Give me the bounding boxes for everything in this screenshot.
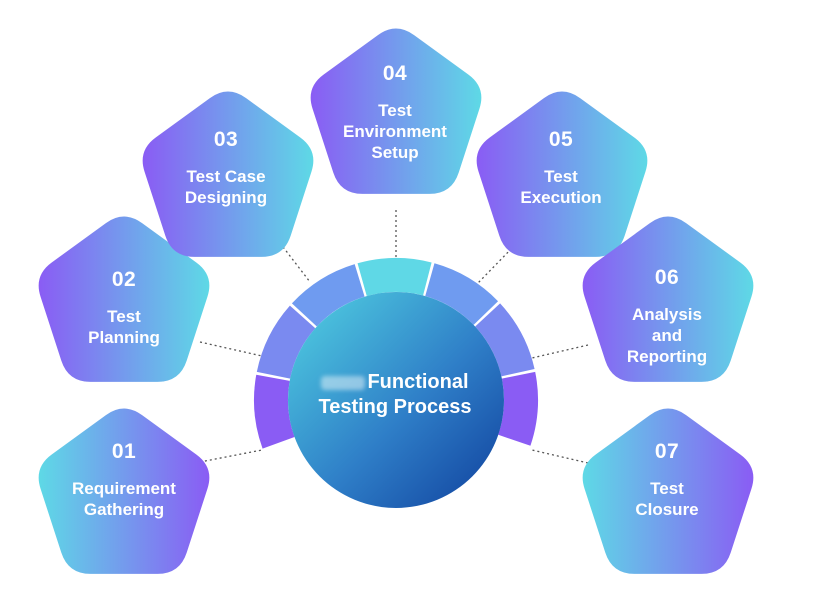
step-06-text: Analysis and Reporting	[626, 305, 708, 366]
ring-segment-7	[498, 371, 538, 446]
step-07-pentagon	[582, 408, 754, 574]
connector-02	[199, 341, 263, 357]
step-04-label: 04 Test Environment Setup	[315, 62, 475, 163]
ring-segment-5	[425, 263, 499, 325]
step-07-number: 07	[654, 440, 680, 463]
step-01-pentagon	[38, 408, 210, 574]
center-title-line2: Testing Process	[318, 396, 472, 418]
connector-06	[531, 344, 589, 359]
ring-segment-4	[357, 258, 432, 297]
step-02-number: 02	[111, 268, 137, 291]
step-07-text: Test Closure	[635, 479, 699, 519]
step-02-text: Test Planning	[88, 307, 160, 347]
step-05-text: Test Execution	[520, 167, 602, 207]
step-03-number: 03	[213, 128, 239, 151]
connector-07	[531, 449, 589, 464]
step-05-pentagon	[476, 91, 648, 257]
step-02-pentagon	[38, 216, 210, 382]
connector-05	[477, 244, 516, 284]
step-04-pentagon	[310, 28, 482, 194]
ring-segment-1	[254, 374, 295, 449]
step-05-number: 05	[548, 128, 574, 151]
ring-segment-3	[291, 264, 365, 327]
step-06-label: 06 Analysis and Reporting	[587, 266, 747, 367]
ring-segment-2	[256, 305, 316, 379]
connector-lines	[199, 210, 589, 464]
step-06-pentagon	[582, 216, 754, 382]
step-02-label: 02 Test Planning	[44, 268, 204, 348]
center-ring	[254, 258, 538, 449]
center-circle	[288, 292, 504, 508]
center-title: Functional Testing Process	[290, 370, 500, 420]
connector-01	[199, 449, 263, 463]
blurred-logo-icon	[321, 375, 366, 390]
step-06-number: 06	[654, 266, 680, 289]
center-title-line1: Functional	[367, 371, 469, 393]
step-03-text: Test Case Designing	[184, 167, 268, 207]
connector-03	[279, 242, 311, 283]
step-04-number: 04	[382, 62, 408, 85]
step-03-label: 03 Test Case Designing	[146, 128, 306, 208]
step-03-pentagon	[142, 91, 314, 257]
step-pentagons	[38, 28, 754, 574]
step-01-text: Requirement Gathering	[72, 479, 176, 519]
step-01-label: 01 Requirement Gathering	[44, 440, 204, 520]
step-05-label: 05 Test Execution	[481, 128, 641, 208]
step-01-number: 01	[111, 440, 137, 463]
step-07-label: 07 Test Closure	[587, 440, 747, 520]
ring-segment-6	[475, 303, 535, 377]
step-04-text: Test Environment Setup	[343, 101, 447, 162]
